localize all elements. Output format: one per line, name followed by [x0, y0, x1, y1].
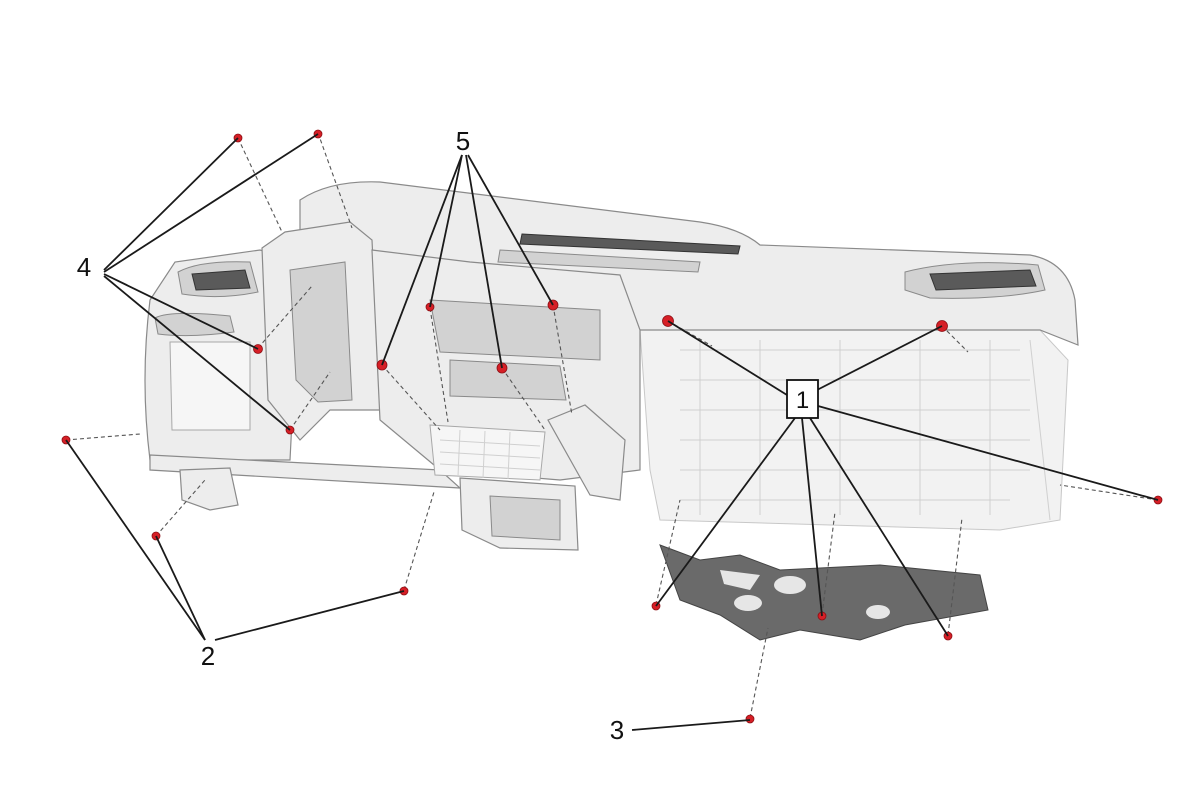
- steering-column-recess: [289, 261, 353, 403]
- callout-3: 3: [610, 715, 624, 745]
- callout-5: 5: [456, 126, 470, 156]
- instrument-panel-assembly: [144, 181, 1079, 551]
- defroster-grille: [497, 233, 741, 273]
- left-lower-bracket: [179, 467, 239, 511]
- right-air-vent-louver: [929, 269, 1037, 291]
- left-lower-vent: [154, 312, 235, 337]
- left-air-vent-louver: [191, 269, 251, 291]
- fastener-3: [745, 714, 755, 724]
- leader-lines: [65, 133, 1159, 731]
- center-stack-cavity: [429, 299, 601, 361]
- callout-1: 1: [796, 387, 809, 414]
- lower-insulator-panel: [659, 544, 989, 641]
- callout-2: 2: [201, 641, 215, 671]
- junction-block-grid: [439, 429, 541, 480]
- center-brackets: [449, 359, 567, 401]
- center-console-bracket-window: [489, 495, 561, 541]
- callout-1-box: 1: [786, 379, 819, 419]
- left-knee-panel: [169, 341, 251, 431]
- glovebox-side-brace: [547, 404, 626, 501]
- lower-insulator-panel-holes: [720, 570, 890, 619]
- callout-4: 4: [77, 252, 91, 282]
- hvac-module-detail-lines: [680, 339, 1051, 521]
